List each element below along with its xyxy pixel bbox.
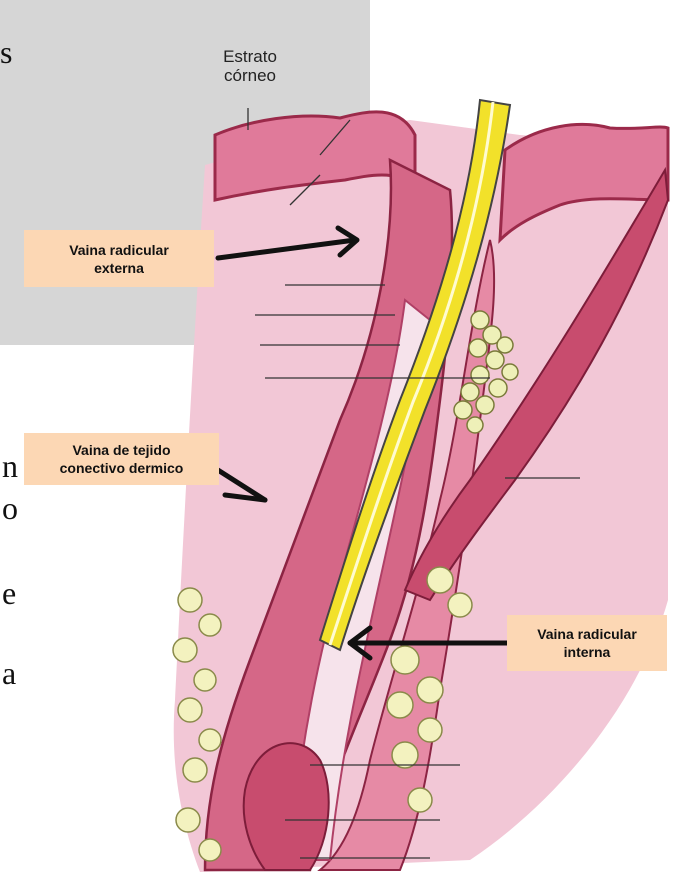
side-letter-a: a — [2, 655, 16, 692]
side-letter-n: n — [2, 448, 18, 485]
label-vaina-radicular-interna-text: Vaina radicular interna — [537, 625, 637, 661]
label-vaina-tejido-conectivo: Vaina de tejido conectivo dermico — [24, 433, 219, 485]
side-letter-o: o — [2, 490, 18, 527]
label-vaina-radicular-externa: Vaina radicular externa — [24, 230, 214, 287]
label-vaina-radicular-interna: Vaina radicular interna — [507, 615, 667, 671]
hair-bulb — [244, 743, 329, 870]
label-vaina-tejido-conectivo-text: Vaina de tejido conectivo dermico — [60, 441, 184, 477]
label-vaina-radicular-externa-text: Vaina radicular externa — [69, 241, 169, 277]
side-letter-s: s — [0, 34, 12, 71]
label-estrato-corneo: Estrato córneo — [200, 47, 300, 85]
side-letter-e: e — [2, 575, 16, 612]
